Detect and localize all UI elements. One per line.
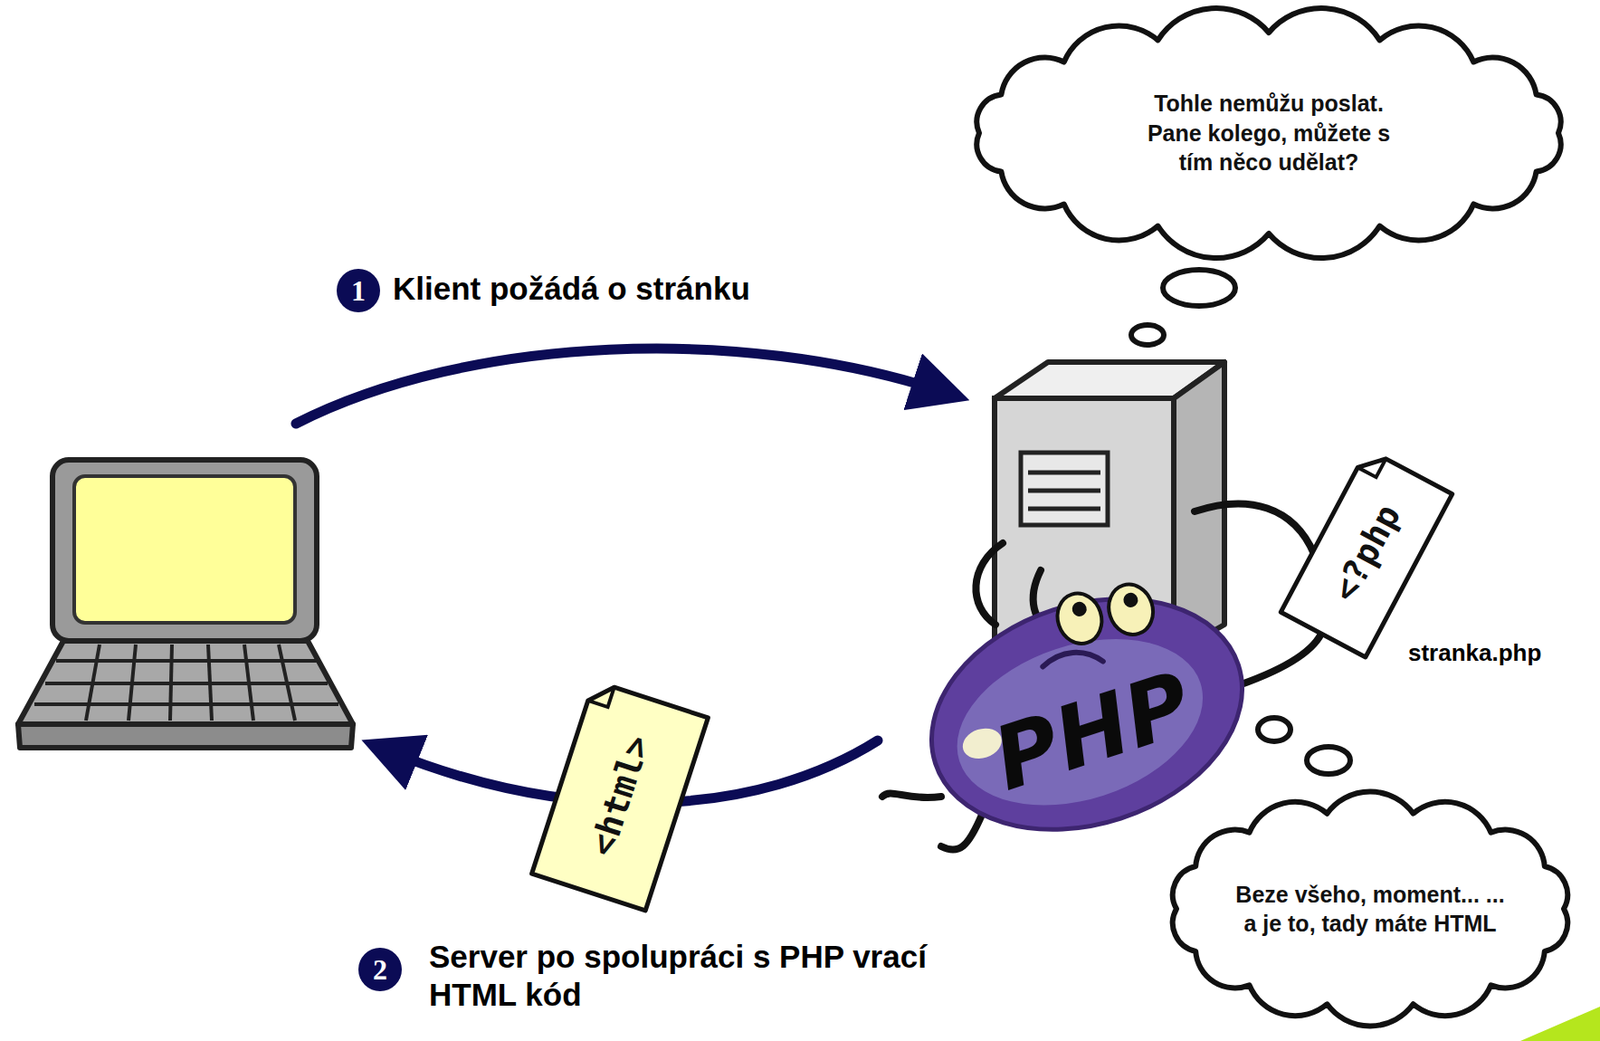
request-arrow	[295, 348, 942, 424]
speech-text: Beze všeho, moment... ... a je to, tady …	[1234, 879, 1506, 939]
html-page: <html>	[528, 676, 712, 914]
speech-text: Tohle nemůžu poslat. Pane kolego, můžete…	[1127, 88, 1410, 178]
step-text: Server po spolupráci s PHP vrací HTML kó…	[428, 937, 936, 1014]
reply-cloud: Beze všeho, moment... ... a je to, tady …	[1149, 783, 1591, 1034]
file-name: stranka.php	[1408, 638, 1542, 667]
corner-mark	[1520, 1006, 1600, 1041]
reply-cloud-outline	[1149, 783, 1591, 1034]
php-blob: PHP	[896, 555, 1277, 872]
php-file: <?php	[1276, 445, 1456, 661]
callout-number: 2	[358, 947, 402, 991]
callout-number: 1	[336, 268, 381, 313]
step-text: Klient požádá o stránku	[392, 269, 751, 308]
thought-cloud: Tohle nemůžu poslat. Pane kolego, můžete…	[952, 5, 1586, 261]
laptop	[18, 459, 353, 748]
server-tower	[975, 361, 1315, 654]
